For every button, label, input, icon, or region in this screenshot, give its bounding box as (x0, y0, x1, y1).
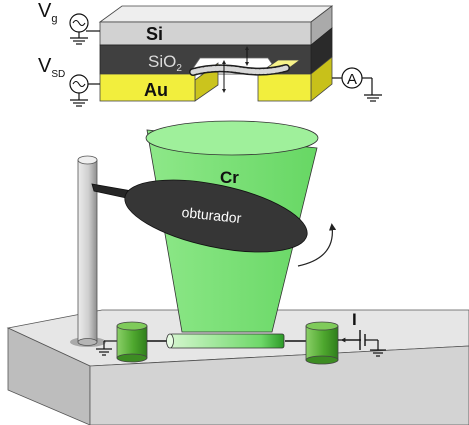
au-label: Au (144, 80, 168, 100)
gate-voltage-label: Vg (38, 0, 57, 25)
source-drain-voltage-subscript: SD (51, 69, 65, 80)
shutter-post (77, 155, 98, 346)
base-front-face (7, 327, 91, 425)
gate-voltage-source: Vg (38, 0, 100, 45)
shutter-label: obturador (181, 204, 243, 226)
nanowire-chain (189, 64, 290, 76)
source-drain-voltage-source: VSD (38, 55, 100, 107)
gold-left-electrode (99, 73, 196, 102)
ammeter-circuit: A (332, 67, 382, 102)
source-label: Cr (220, 168, 239, 187)
si-layer-front-face (99, 21, 312, 46)
gate-voltage-subscript: g (51, 13, 57, 25)
current-source: I (338, 310, 386, 357)
ammeter-label: A (347, 71, 357, 88)
current-label: I (352, 310, 357, 329)
device-stack: Si SiO2 Au (98, 5, 334, 102)
rotation-arrow-icon (297, 223, 337, 267)
gold-right-electrode (257, 73, 312, 102)
nanowire-sample (166, 333, 285, 349)
source-drain-voltage-label: VSD (38, 55, 65, 80)
left-ground (96, 340, 118, 356)
post-top (77, 155, 98, 165)
vibration-arrows-icon (222, 46, 249, 93)
si-layer-top-face (98, 5, 334, 23)
si-label: Si (146, 24, 163, 44)
base-right-face (89, 345, 469, 425)
oxide-subscript: 2 (176, 63, 182, 74)
left-contact-pad (116, 321, 148, 363)
oxide-label: SiO2 (148, 52, 182, 74)
shutter-disc: obturador (124, 179, 308, 253)
right-contact-pad (305, 321, 339, 365)
post-bottom (77, 338, 98, 346)
beam-top-ellipse (145, 120, 319, 156)
